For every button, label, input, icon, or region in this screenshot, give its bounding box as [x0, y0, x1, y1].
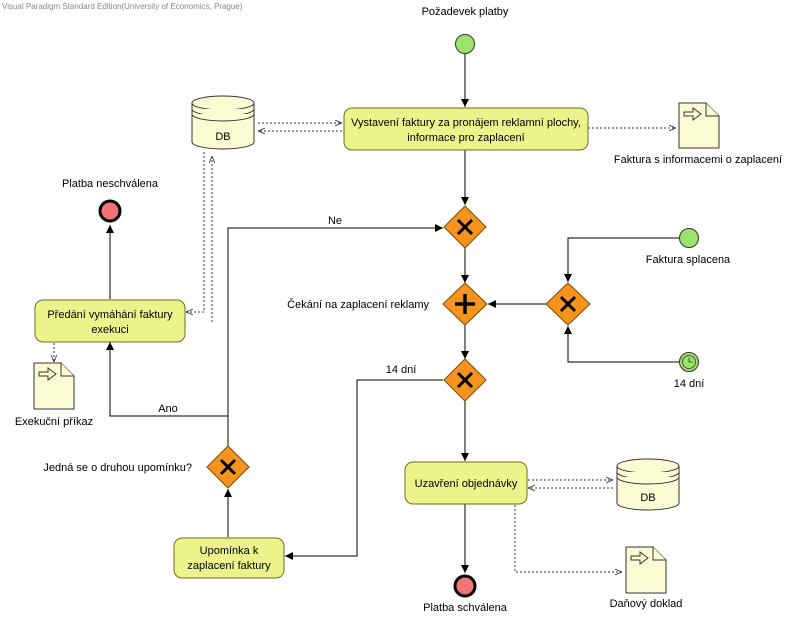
document-tax[interactable] — [625, 546, 667, 594]
start-event-request[interactable] — [455, 34, 475, 54]
task-handover-line1: Předání vymáhání faktury — [47, 309, 173, 321]
gateway-second-reminder[interactable] — [206, 445, 250, 489]
gateway-event-based[interactable] — [545, 282, 591, 326]
timer-label: 14 dní — [674, 378, 705, 390]
arrow-right-icon — [38, 367, 57, 381]
task-issue-invoice-line1: Vystavení faktury za pronájem reklamní p… — [351, 117, 581, 129]
sequence-flows — [106, 54, 680, 573]
watermark: Visual Paradigm Standard Edition(Univers… — [2, 2, 243, 11]
x-icon — [456, 371, 474, 389]
end-approved-label: Platba schválena — [423, 602, 508, 614]
timer-event[interactable] — [679, 352, 699, 372]
end-event-rejected[interactable] — [98, 199, 122, 223]
x-icon — [559, 295, 577, 313]
start-event-paid[interactable] — [679, 228, 699, 248]
flow-label-14days: 14 dní — [386, 364, 417, 376]
flow-yes-to-handover[interactable] — [106, 342, 228, 417]
flow-no-to-merge[interactable] — [227, 224, 443, 446]
task-issue-invoice-line2: informace pro zaplacení — [407, 132, 524, 144]
execution-doc-label: Exekuční příkaz — [15, 416, 93, 428]
task-handover-execution[interactable]: Předání vymáhání faktury exekuci — [34, 299, 186, 343]
task-close-order[interactable]: Uzavření objednávky — [404, 461, 528, 505]
start-paid-label: Faktura splacena — [646, 254, 731, 266]
assoc-close-to-taxdoc — [514, 505, 622, 572]
x-icon — [456, 218, 474, 236]
plus-icon — [455, 294, 475, 314]
wait-gateway-label: Čekání na zaplacení reklamy — [287, 298, 429, 311]
task-reminder-line1: Upomínka k — [200, 545, 259, 557]
gateway-parallel-wait[interactable] — [442, 282, 488, 326]
gateway-timer-split[interactable] — [443, 358, 487, 402]
document-invoice-info[interactable] — [678, 102, 720, 149]
second-reminder-label: Jedná se o druhou upomínku? — [43, 462, 192, 474]
associations — [54, 123, 676, 572]
document-execution-order[interactable] — [33, 362, 75, 410]
db-top-label: DB — [215, 131, 230, 143]
invoice-doc-label: Faktura s informacemi o zaplacení — [614, 154, 782, 166]
datastore-db-top[interactable]: DB — [191, 95, 255, 150]
start-request-label: Požadevek platby — [422, 6, 509, 18]
tax-doc-label: Daňový doklad — [610, 598, 683, 610]
flow-14days-to-reminder[interactable] — [285, 379, 443, 560]
flow-paid-to-eventgw[interactable] — [564, 237, 680, 282]
db-bottom-label: DB — [640, 492, 655, 504]
flow-timer-to-eventgw[interactable] — [564, 326, 680, 363]
task-reminder[interactable]: Upomínka k zaplacení faktury — [173, 537, 285, 579]
task-reminder-line2: zaplacení faktury — [187, 560, 271, 572]
task-handover-line2: exekuci — [91, 324, 128, 336]
flow-label-yes: Ano — [158, 403, 178, 415]
arrow-right-icon — [683, 107, 702, 121]
task-issue-invoice[interactable]: Vystavení faktury za pronájem reklamní p… — [343, 107, 589, 151]
arrow-right-icon — [630, 551, 649, 565]
end-event-approved[interactable] — [453, 574, 477, 598]
flow-label-no: Ne — [328, 215, 342, 227]
datastore-db-bottom[interactable]: DB — [616, 458, 680, 511]
end-rejected-label: Platba neschválena — [62, 178, 159, 190]
x-icon — [219, 458, 237, 476]
assoc-db-to-handover — [186, 152, 205, 312]
gateway-merge[interactable] — [443, 205, 487, 249]
task-close-order-label: Uzavření objednávky — [415, 478, 518, 490]
